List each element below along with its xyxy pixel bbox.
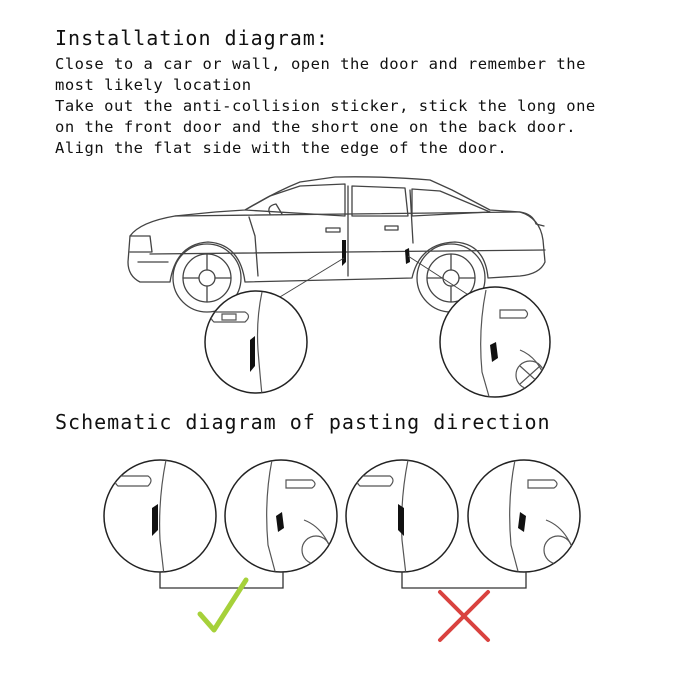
sticker-long-icon [250, 336, 255, 372]
sticker-short-icon [518, 512, 526, 532]
rear-door-detail [439, 286, 551, 398]
cross-mark-icon [438, 590, 490, 642]
rear-sticker-marker [405, 248, 410, 264]
sticker-short-icon [490, 342, 498, 362]
leader-line-rear [407, 255, 471, 297]
check-mark-icon [197, 577, 249, 633]
instruction-line: Align the flat side with the edge of the… [55, 139, 508, 157]
installation-instructions: Close to a car or wall, open the door an… [55, 54, 596, 159]
pasting-title: Schematic diagram of pasting direction [55, 410, 551, 434]
instruction-line: most likely location [55, 76, 252, 94]
sticker-short-icon [276, 512, 284, 532]
front-sticker-marker [342, 240, 346, 266]
installation-title: Installation diagram: [55, 26, 329, 50]
instruction-line: on the front door and the short one on t… [55, 118, 577, 136]
instruction-line: Take out the anti-collision sticker, sti… [55, 97, 596, 115]
front-door-detail [204, 290, 308, 394]
sticker-long-icon [398, 504, 404, 536]
instruction-line: Close to a car or wall, open the door an… [55, 55, 586, 73]
sticker-long-icon [152, 504, 158, 536]
leader-line-front [274, 257, 345, 301]
wrong-example [345, 459, 581, 642]
car-illustration [127, 176, 546, 313]
correct-example [103, 459, 338, 633]
